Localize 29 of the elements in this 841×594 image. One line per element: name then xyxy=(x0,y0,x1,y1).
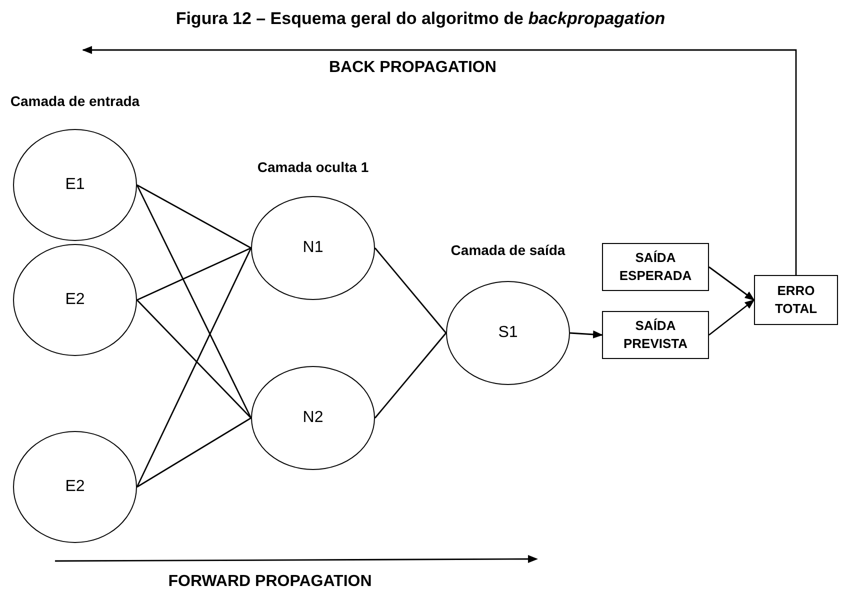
arrow xyxy=(708,266,755,301)
node-text: ERRO TOTAL xyxy=(774,282,818,318)
arrow xyxy=(708,299,755,336)
node-text: SAÍDA PREVISTA xyxy=(622,317,689,353)
connection-line xyxy=(136,300,252,418)
layer-label: Camada de saída xyxy=(450,241,566,260)
connection-line xyxy=(136,184,252,418)
arrow xyxy=(82,46,797,275)
node-text: S1 xyxy=(498,323,518,343)
layer-label: Camada de entrada xyxy=(10,92,140,111)
node-text: E1 xyxy=(65,175,85,195)
connection-line xyxy=(136,248,252,488)
node-text: E2 xyxy=(65,290,85,310)
connection-line xyxy=(136,247,252,301)
process-box xyxy=(602,243,709,291)
connection-line xyxy=(374,248,447,334)
figure-title: Figura 12 – Esquema geral do algoritmo de backpropagation xyxy=(174,8,666,30)
node-text: N2 xyxy=(302,408,324,428)
node-text: E2 xyxy=(65,477,85,497)
layer-label: Camada oculta 1 xyxy=(256,158,370,177)
arrow xyxy=(570,330,603,338)
process-box xyxy=(602,311,709,359)
node-text: SAÍDA ESPERADA xyxy=(618,249,693,285)
connection-line xyxy=(374,332,447,418)
connection-line xyxy=(136,184,252,249)
connection-line xyxy=(136,417,252,488)
direction-label: FORWARD PROPAGATION xyxy=(167,572,373,592)
process-box xyxy=(754,275,838,325)
node-text: N1 xyxy=(302,238,324,258)
